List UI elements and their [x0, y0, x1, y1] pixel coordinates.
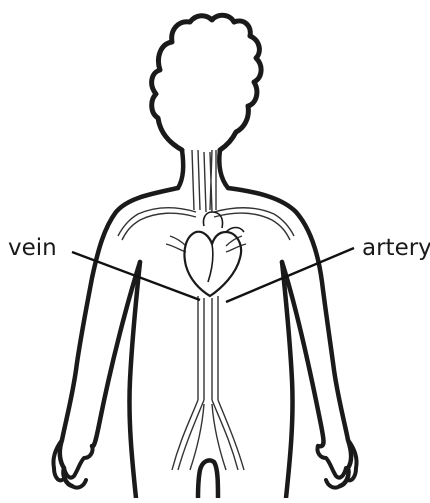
vein-label: vein — [8, 237, 57, 260]
body-outline — [60, 188, 351, 486]
leg-outline — [198, 460, 218, 498]
trunk-vessels — [198, 296, 218, 400]
neck-outline — [178, 150, 228, 188]
neck-vessels — [192, 150, 216, 212]
artery-label: artery — [362, 237, 430, 260]
head-outline — [152, 15, 261, 150]
